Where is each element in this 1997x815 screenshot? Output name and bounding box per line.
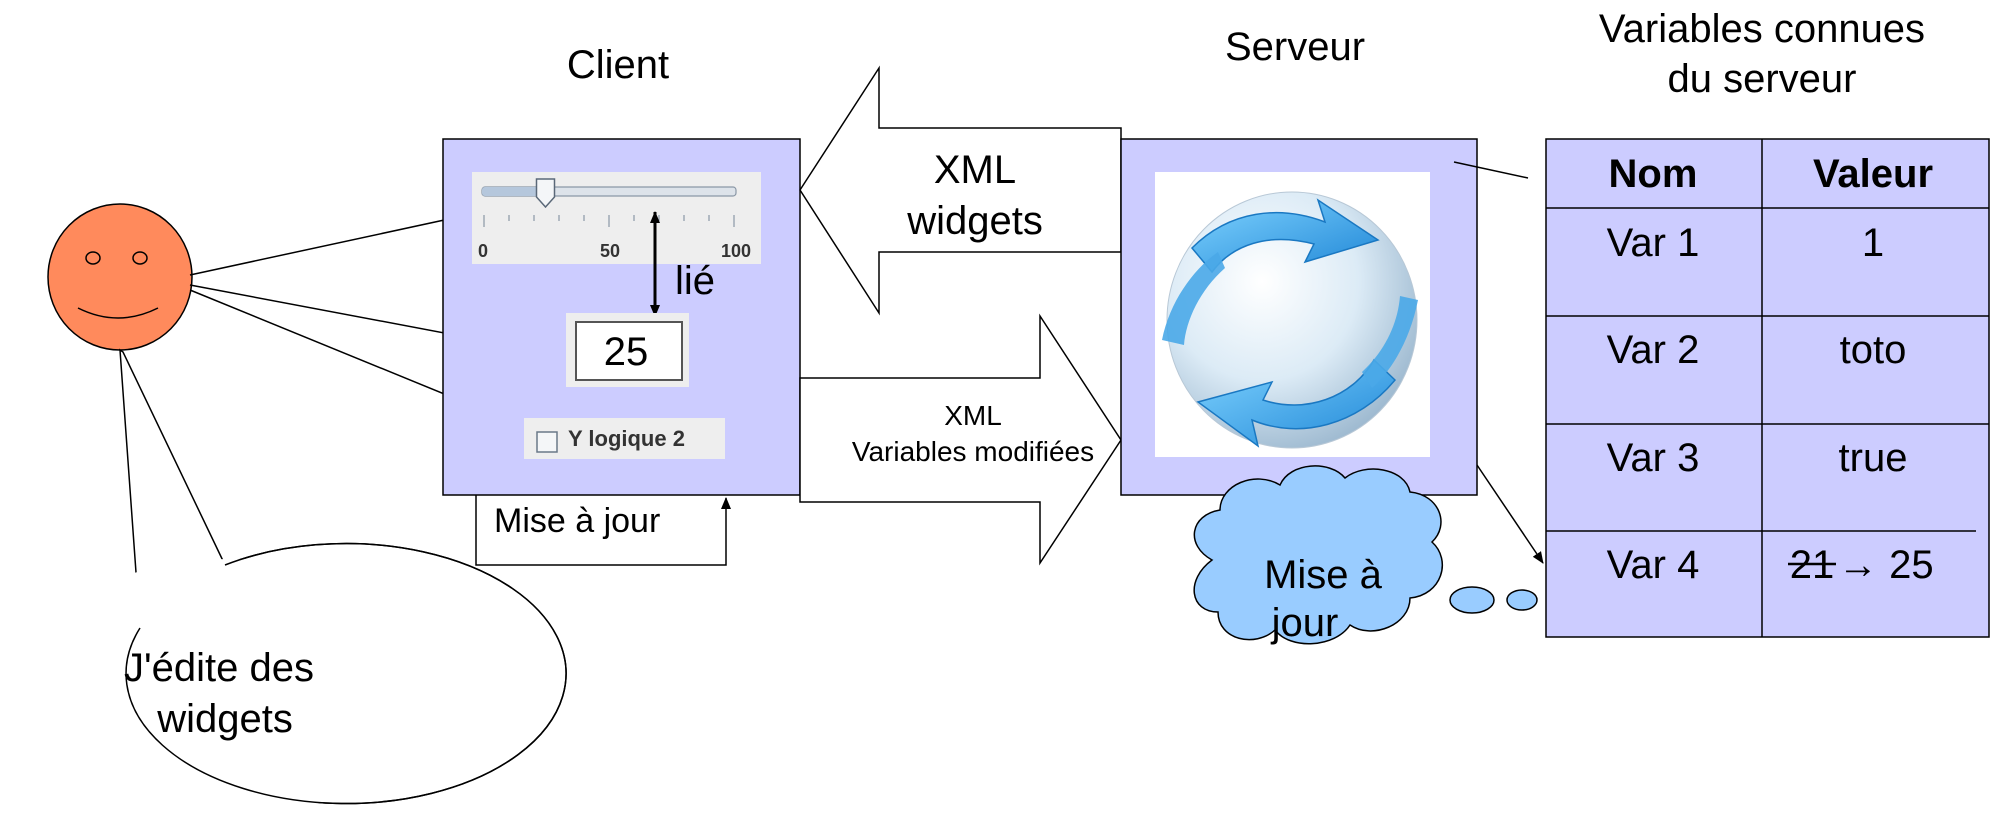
sync-sphere-icon xyxy=(1162,191,1418,449)
table-row-1-value: 1 xyxy=(1862,221,1884,265)
server-title: Serveur xyxy=(1225,25,1365,69)
xml-widgets-line2: widgets xyxy=(906,199,1043,243)
variables-title-line1: Variables connues xyxy=(1599,7,1925,51)
xml-variables-line1: XML xyxy=(944,400,1002,431)
table-row-4-new-value: → 25 xyxy=(1838,543,1934,587)
slider-tick-label-50: 50 xyxy=(600,241,620,261)
table-row-2-name: Var 2 xyxy=(1607,328,1700,372)
number-field[interactable] xyxy=(575,321,683,381)
slider-widget[interactable]: 0 50 100 xyxy=(472,172,761,264)
update-loop-arrow xyxy=(475,495,731,566)
user-to-slider-arrow xyxy=(189,211,473,276)
server-to-table-line xyxy=(1453,161,1529,179)
table-row-3-value: true xyxy=(1839,436,1908,480)
variables-title-line2: du serveur xyxy=(1668,57,1857,101)
thought-text-line1: Mise à xyxy=(1264,553,1383,597)
xml-variables-line2: Variables modifiées xyxy=(852,436,1094,467)
thought-text-line2: jour xyxy=(1271,601,1339,645)
xml-variables-arrow xyxy=(799,313,1122,566)
variables-table xyxy=(1545,138,1990,638)
client-update-label: Mise à jour xyxy=(494,502,660,540)
table-header-name: Nom xyxy=(1609,152,1698,196)
table-header-value: Valeur xyxy=(1813,152,1933,196)
thought-cloud xyxy=(1193,465,1575,645)
linked-label: lié xyxy=(675,259,715,303)
slider-thumb[interactable] xyxy=(535,178,556,209)
table-row-3-name: Var 3 xyxy=(1607,436,1700,480)
slider-tick-label-100: 100 xyxy=(721,241,751,261)
checkbox-box[interactable] xyxy=(536,431,558,453)
slider-fill xyxy=(482,187,546,196)
user-speech-bubble xyxy=(15,348,567,813)
table-row-4-name: Var 4 xyxy=(1607,543,1700,587)
user-smiley-icon xyxy=(47,203,193,351)
server-to-var4-arrow xyxy=(1476,464,1544,564)
client-title: Client xyxy=(567,43,669,87)
table-row-1-name: Var 1 xyxy=(1607,221,1700,265)
xml-widgets-line1: XML xyxy=(934,148,1016,192)
checkbox-label: Y logique 2 xyxy=(568,426,685,451)
speech-text-line1: J'édite des xyxy=(124,646,314,690)
table-row-2-value: toto xyxy=(1840,328,1907,372)
number-field-value: 25 xyxy=(604,330,649,374)
slider-tick-label-0: 0 xyxy=(478,241,488,261)
speech-text-line2: widgets xyxy=(156,697,293,741)
